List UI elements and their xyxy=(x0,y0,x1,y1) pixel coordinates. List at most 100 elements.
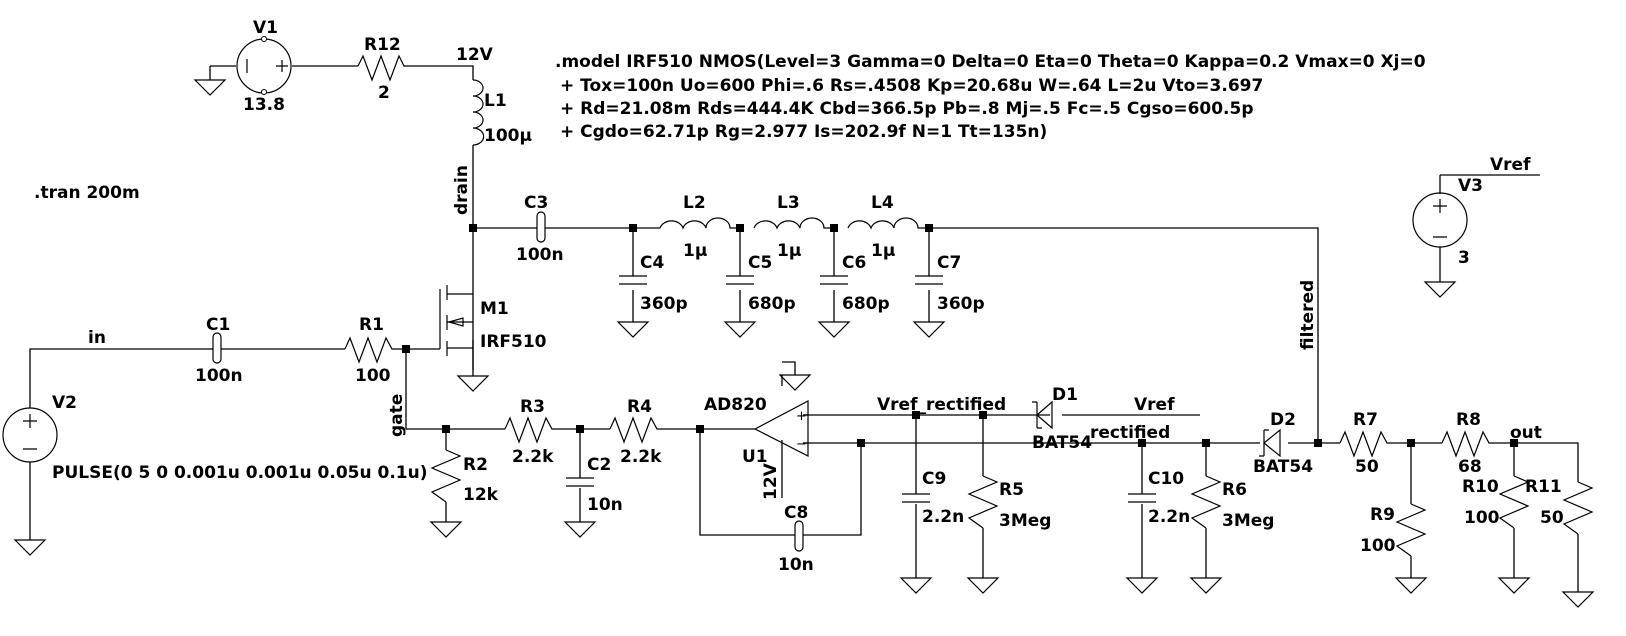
label-R12-value: 2 xyxy=(378,83,390,103)
junction-dot xyxy=(1138,439,1146,447)
resistor-R9-icon[interactable] xyxy=(1395,503,1427,557)
diode-D1[interactable] xyxy=(1032,400,1053,430)
mosfet-M1[interactable] xyxy=(439,285,473,356)
ground-icon xyxy=(1125,577,1159,594)
wire-filtered xyxy=(926,227,1319,440)
junction-dot xyxy=(696,425,704,433)
junction-dot xyxy=(576,425,584,433)
label-C2-name: C2 xyxy=(587,455,611,475)
junction-dot xyxy=(736,224,744,232)
minus-sign: − xyxy=(796,437,807,452)
net-label-filtered: filtered xyxy=(1298,280,1318,350)
voltage-source-V2[interactable] xyxy=(2,407,58,463)
label-R11-value: 50 xyxy=(1540,508,1564,528)
ground-icon xyxy=(1561,591,1595,608)
label-C7-name: C7 xyxy=(937,253,961,273)
label-R2-value: 12k xyxy=(463,485,499,505)
capacitor-C7-icon[interactable] xyxy=(915,275,943,285)
net-label-out: out xyxy=(1510,423,1542,443)
junction-dot xyxy=(1407,439,1415,447)
label-V2-value: PULSE(0 5 0 0.001u 0.001u 0.05u 0.1u) xyxy=(52,463,428,483)
capacitor-C4-icon[interactable] xyxy=(619,275,647,285)
resistor-R7-icon[interactable] xyxy=(1339,430,1395,458)
junction-dot xyxy=(469,224,477,232)
opamp-U1[interactable]: + − xyxy=(753,400,809,457)
resistor-R5-icon[interactable] xyxy=(967,475,999,529)
junction-dot xyxy=(629,224,637,232)
label-R8-name: R8 xyxy=(1456,410,1481,430)
model-directive-line-4[interactable]: + Cgdo=62.71p Rg=2.977 Is=202.9f N=1 Tt=… xyxy=(560,122,1047,142)
model-directive-line-2[interactable]: + Tox=100n Uo=600 Phi=.6 Rs=.4508 Kp=20.… xyxy=(560,76,1263,96)
label-C4-value: 360p xyxy=(640,294,688,314)
diode-triangle-icon xyxy=(1263,428,1281,458)
diode-D2[interactable] xyxy=(1259,428,1281,458)
capacitor-C10-icon[interactable] xyxy=(1128,493,1156,503)
ground-icon xyxy=(899,577,933,594)
label-C10-value: 2.2n xyxy=(1148,507,1190,527)
diode-triangle-icon xyxy=(1036,400,1053,430)
inductor-L1-icon[interactable] xyxy=(472,79,485,146)
resistor-R11-icon[interactable] xyxy=(1562,481,1594,535)
tran-directive[interactable]: .tran 200m xyxy=(34,183,140,203)
resistor-R1-icon[interactable] xyxy=(344,336,400,364)
capacitor-C1-icon[interactable] xyxy=(212,332,222,364)
label-V3-name: V3 xyxy=(1458,176,1483,196)
net-label-rectified: rectified xyxy=(1090,423,1170,443)
label-L3-name: L3 xyxy=(777,193,800,213)
label-C5-value: 680p xyxy=(748,294,796,314)
label-R4-name: R4 xyxy=(627,397,652,417)
label-R12-name: R12 xyxy=(364,35,401,55)
resistor-R8-icon[interactable] xyxy=(1441,430,1497,458)
label-C1-value: 100n xyxy=(195,366,243,386)
resistor-R4-icon[interactable] xyxy=(609,416,665,444)
label-R5-value: 3Meg xyxy=(999,511,1051,531)
capacitor-C9-icon[interactable] xyxy=(902,493,930,503)
label-R1-name: R1 xyxy=(359,315,384,335)
label-D1-value: BAT54 xyxy=(1032,433,1092,453)
label-R2-name: R2 xyxy=(463,455,488,475)
ground-icon xyxy=(778,374,812,391)
inductor-L3-icon[interactable] xyxy=(753,217,832,230)
label-C2-value: 10n xyxy=(587,495,623,515)
label-R7-value: 50 xyxy=(1355,457,1379,477)
ground-icon xyxy=(616,321,650,338)
junction-dot xyxy=(1202,439,1210,447)
capacitor-C2-icon[interactable] xyxy=(566,477,594,487)
opamp-triangle-icon xyxy=(753,400,809,457)
label-D1-name: D1 xyxy=(1052,385,1078,405)
ground-icon xyxy=(966,577,1000,594)
model-directive-line-1[interactable]: .model IRF510 NMOS(Level=3 Gamma=0 Delta… xyxy=(555,52,1426,72)
capacitor-C3-icon[interactable] xyxy=(536,211,546,243)
ground-icon xyxy=(429,521,463,538)
resistor-R6-icon[interactable] xyxy=(1190,475,1222,529)
net-label-12v: 12V xyxy=(456,45,494,65)
capacitor-C8-icon[interactable] xyxy=(794,520,804,552)
voltage-source-V3[interactable] xyxy=(1412,192,1468,248)
resistor-R10-icon[interactable] xyxy=(1498,475,1530,529)
terminals xyxy=(447,293,473,349)
inductor-L2-icon[interactable] xyxy=(659,217,738,230)
junction-dot xyxy=(979,411,987,419)
label-V1-value: 13.8 xyxy=(243,95,285,115)
label-R6-value: 3Meg xyxy=(1222,511,1274,531)
resistor-R12-icon[interactable] xyxy=(357,54,410,82)
voltage-source-V1[interactable] xyxy=(236,36,292,95)
plus-sign: + xyxy=(796,409,807,424)
source-circle-icon xyxy=(2,407,58,463)
ground-icon xyxy=(817,321,851,338)
capacitor-C5-icon[interactable] xyxy=(726,275,754,285)
ground-icon xyxy=(13,539,47,556)
resistor-R2-icon[interactable] xyxy=(430,449,462,503)
net-label-drain: drain xyxy=(452,165,472,215)
ground-icon xyxy=(723,321,757,338)
junction-dot xyxy=(1510,439,1518,447)
inductor-L4-icon[interactable] xyxy=(847,217,926,230)
ground-icon xyxy=(1189,577,1223,594)
junction-dot xyxy=(925,224,933,232)
schottky-bar-icon xyxy=(1259,429,1269,457)
resistor-R3-icon[interactable] xyxy=(504,416,560,444)
capacitor-C6-icon[interactable] xyxy=(820,275,848,285)
label-U1-value: AD820 xyxy=(704,395,767,415)
schottky-bar-icon xyxy=(1032,401,1042,429)
model-directive-line-3[interactable]: + Rd=21.08m Rds=444.4K Cbd=366.5p Pb=.8 … xyxy=(560,99,1254,119)
